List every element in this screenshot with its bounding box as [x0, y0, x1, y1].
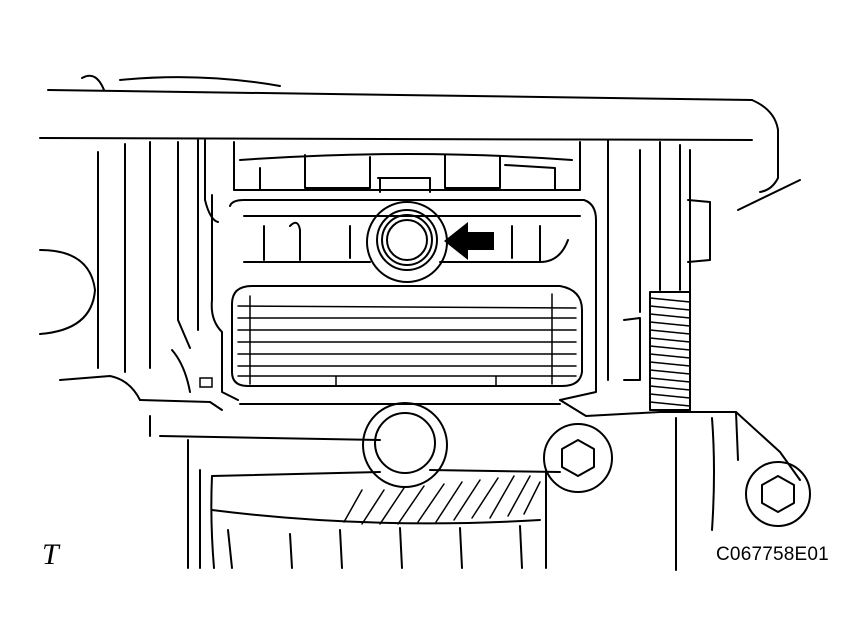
lower-gear	[187, 439, 561, 569]
figure-code: C067758E01	[716, 544, 829, 565]
drain-plug-lower	[362, 402, 448, 488]
drain-plug-upper	[366, 201, 448, 283]
figure-mark: T	[42, 538, 59, 571]
main-plate	[210, 139, 609, 405]
right-housing	[543, 399, 811, 571]
upper-case-edge	[39, 74, 801, 211]
arrow-indicator-icon	[444, 222, 494, 260]
top-cover	[233, 141, 581, 193]
spring-assembly	[623, 141, 711, 411]
strainer-window	[199, 285, 583, 388]
left-housing	[39, 139, 381, 441]
